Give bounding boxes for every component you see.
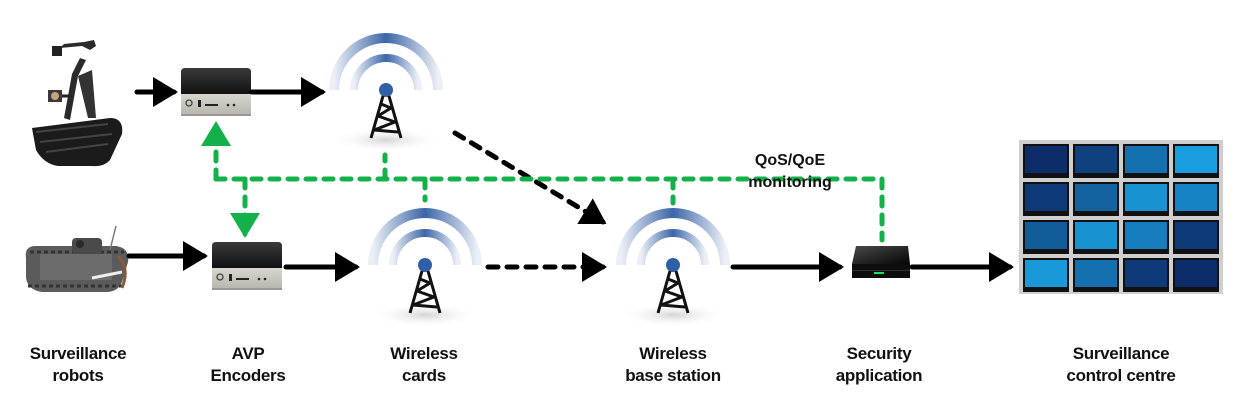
- monitor-display: [1075, 184, 1117, 211]
- signal-arc: [329, 33, 443, 91]
- stage-label-security-app: Security application: [835, 343, 923, 387]
- stage-label-base-station: Wireless base station: [625, 343, 721, 387]
- wireless-card-2-tower-icon: [368, 208, 482, 327]
- monitor-display: [1175, 184, 1217, 211]
- monitor-display: [1125, 146, 1167, 173]
- monitor-display: [1025, 260, 1067, 287]
- monitor-display: [1175, 146, 1217, 173]
- label-line: Surveillance: [1072, 344, 1170, 363]
- monitor-display: [1075, 146, 1117, 173]
- monitor-display: [1125, 260, 1167, 287]
- label-line: AVP: [231, 344, 265, 363]
- label-line: Encoders: [210, 366, 286, 385]
- signal-arc: [350, 54, 422, 91]
- monitor-display: [1175, 260, 1217, 287]
- qos-label-line1: QoS/QoE: [754, 152, 826, 169]
- tower-frame: [656, 270, 690, 314]
- signal-arc: [616, 208, 730, 266]
- label-line: base station: [625, 366, 721, 385]
- qos-label-line2: monitoring: [748, 174, 832, 191]
- monitor-display: [1025, 146, 1067, 173]
- tower-frame: [408, 270, 442, 314]
- antenna-dot: [379, 83, 393, 97]
- signal-arc: [389, 229, 461, 266]
- signal-arc: [368, 208, 482, 266]
- antenna-dot: [666, 258, 680, 272]
- stage-label-control-centre: Surveillance control centre: [1066, 343, 1175, 387]
- monitor-display: [1125, 184, 1167, 211]
- label-line: cards: [402, 366, 446, 385]
- stage-label-encoders: AVP Encoders: [210, 343, 285, 387]
- label-line: Surveillance: [29, 344, 127, 363]
- base-station-tower-icon: [616, 208, 730, 327]
- wireless-card-1-tower-icon: [329, 33, 443, 152]
- tower-frame: [369, 95, 403, 139]
- label-line: application: [835, 366, 923, 385]
- label-line: Security: [846, 344, 912, 363]
- monitor-display: [1175, 222, 1217, 249]
- antenna-dot: [418, 258, 432, 272]
- monitor-display: [1025, 184, 1067, 211]
- label-line: control centre: [1066, 366, 1176, 385]
- monitor-display: [1075, 222, 1117, 249]
- label-line: robots: [52, 366, 104, 385]
- label-line: Wireless: [390, 344, 458, 363]
- avp-encoder-box-icon: [181, 68, 251, 116]
- monitoring-links: [201, 120, 885, 243]
- avp-encoder-box-icon: [212, 242, 282, 290]
- stage-label-robots: Surveillance robots: [30, 343, 127, 387]
- monitor-display: [1125, 222, 1167, 249]
- qos-qoe-monitoring-label: QoS/QoE monitoring: [748, 150, 832, 194]
- compact-tracked-robot-icon: [25, 225, 129, 292]
- monitor-display: [1075, 260, 1117, 287]
- tracked-robot-arm-icon: [32, 40, 123, 167]
- security-server-icon: [852, 246, 910, 278]
- monitor-display: [1025, 222, 1067, 249]
- label-line: Wireless: [639, 344, 707, 363]
- video-wall-icon: [1019, 140, 1223, 294]
- signal-arc: [637, 229, 709, 266]
- stage-label-wireless-cards: Wireless cards: [390, 343, 458, 387]
